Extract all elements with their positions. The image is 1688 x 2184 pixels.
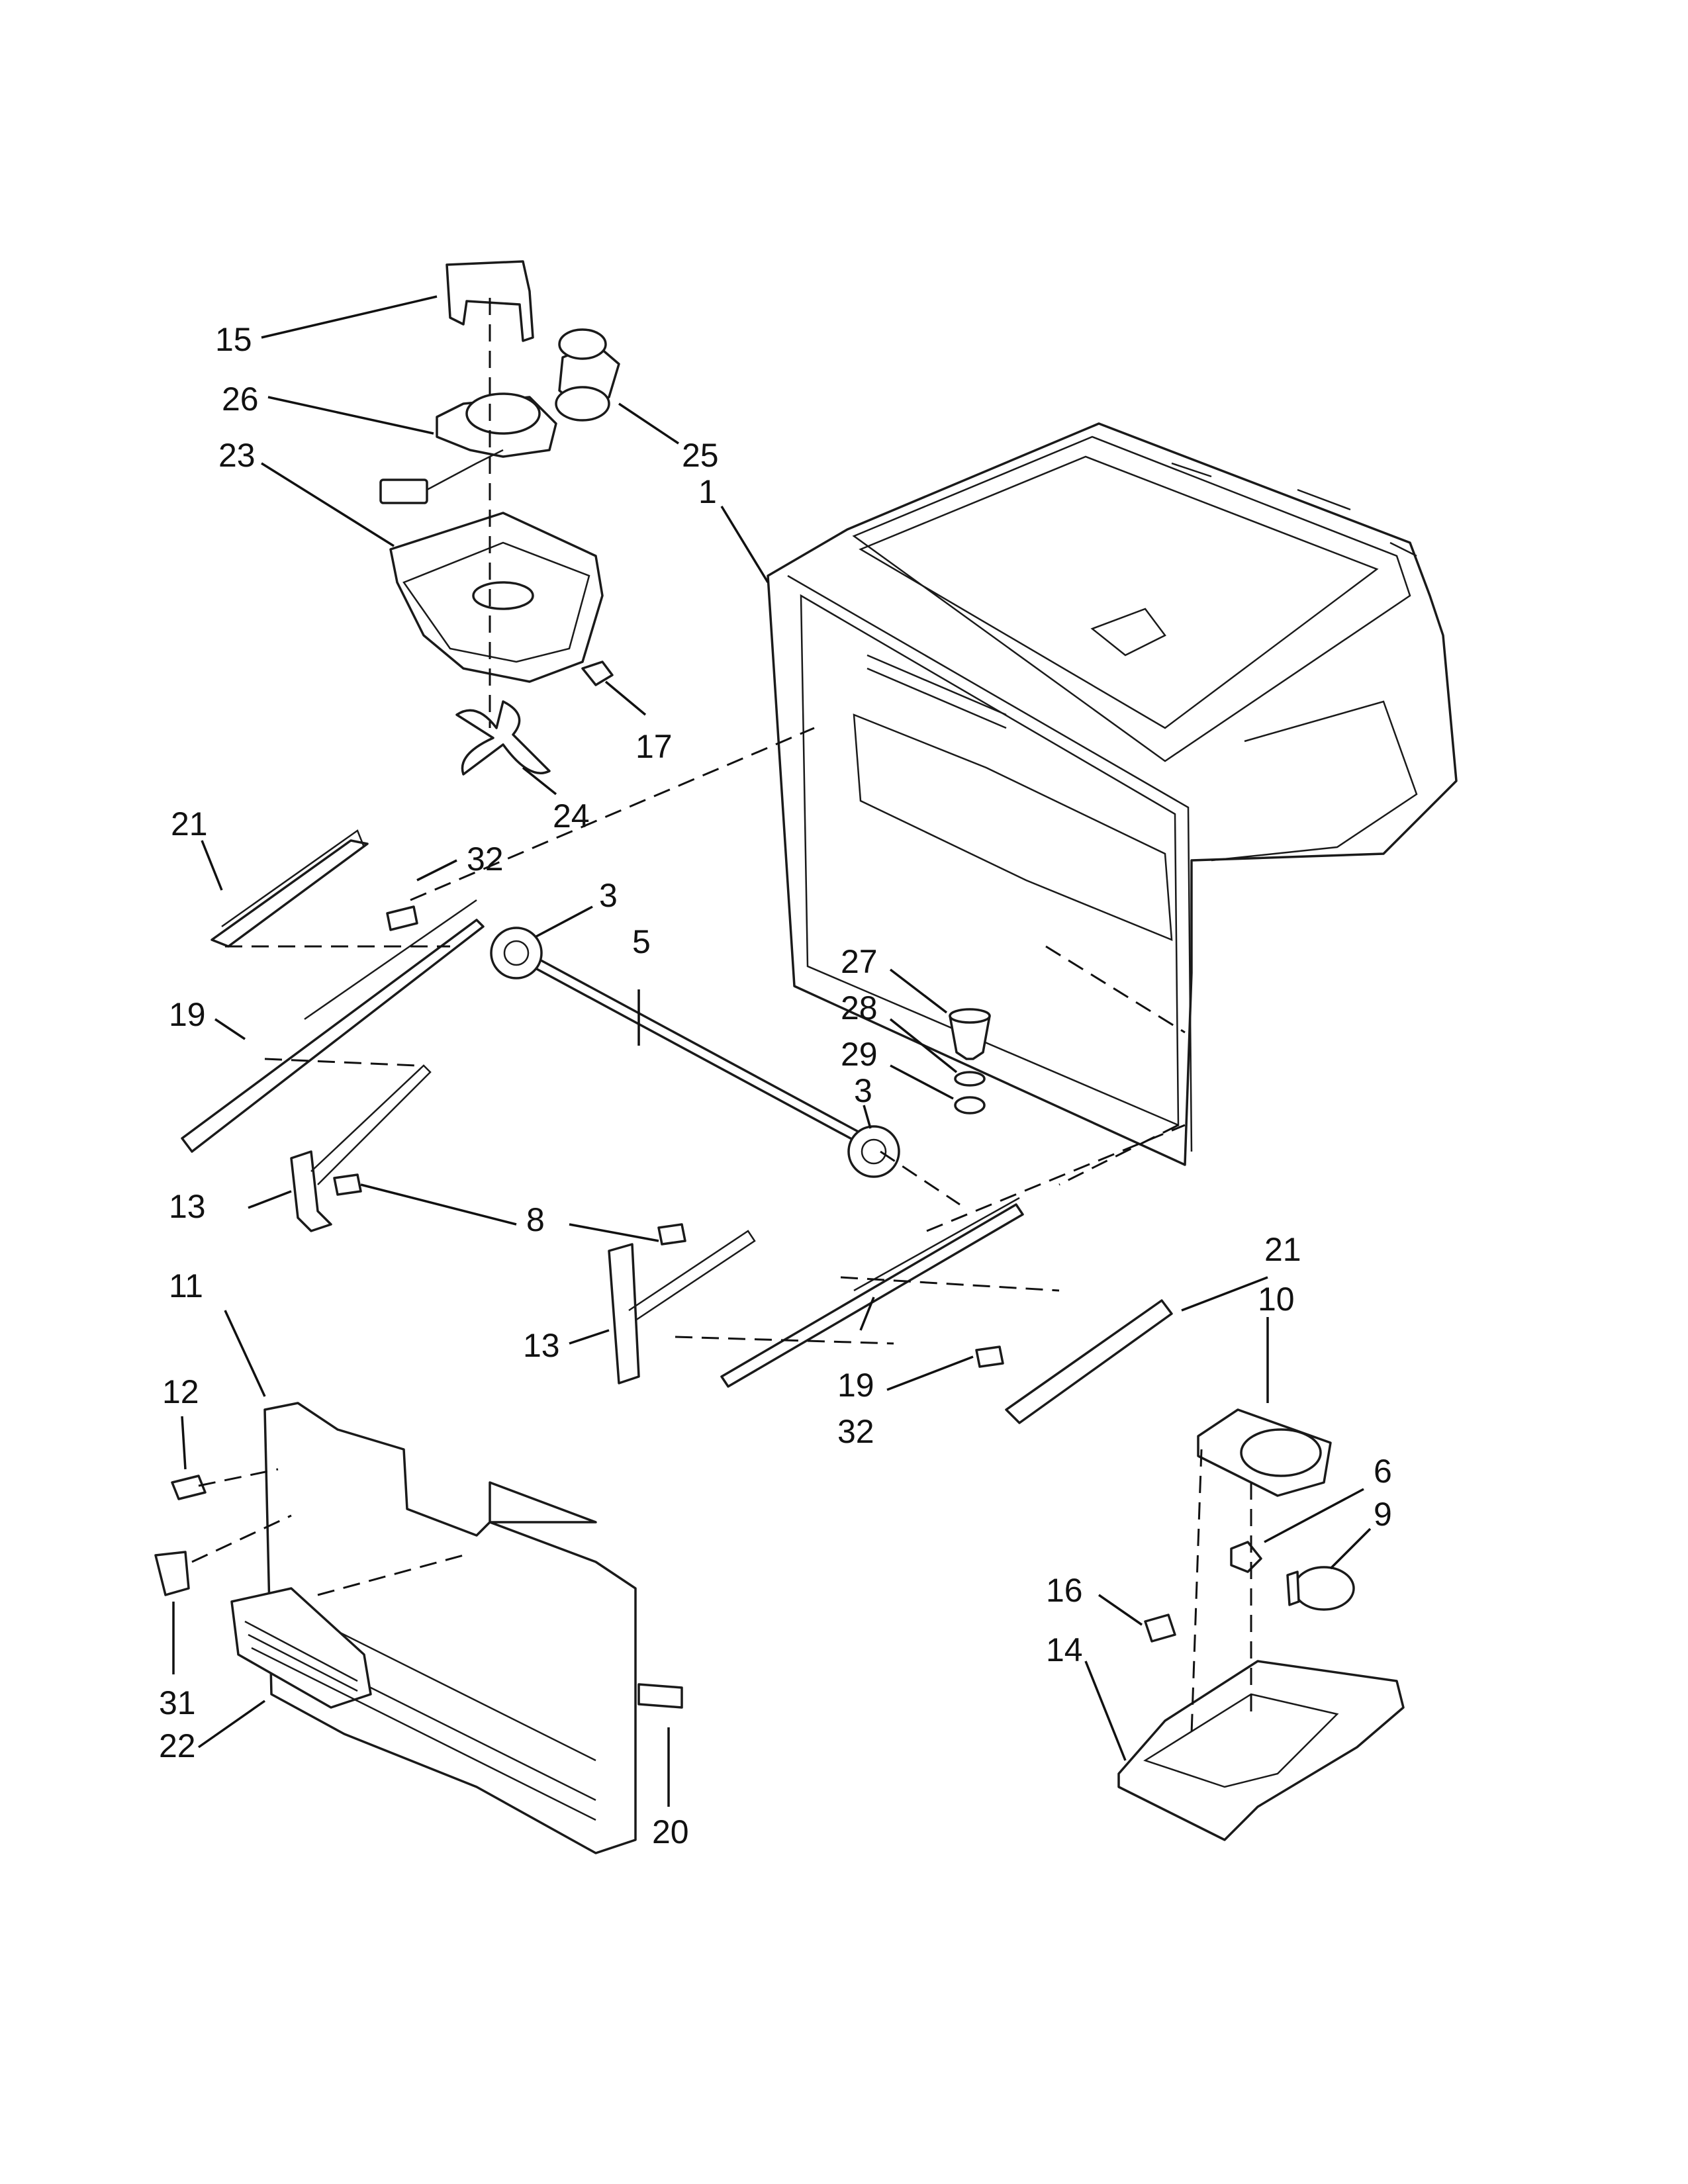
callout-10: 10 xyxy=(1258,1281,1295,1318)
callout-16: 16 xyxy=(1046,1572,1083,1609)
callout-13b: 13 xyxy=(523,1327,560,1364)
slide-assembly-left xyxy=(181,727,815,1232)
grille-part xyxy=(230,1587,372,1709)
callout-8: 8 xyxy=(526,1201,545,1238)
callout-12: 12 xyxy=(162,1373,199,1410)
callout-21a: 21 xyxy=(171,805,208,842)
freezer-drawer-part xyxy=(767,422,1458,1166)
callout-27: 27 xyxy=(841,943,878,980)
cover-panel-part xyxy=(263,1402,637,1854)
gear-part-a xyxy=(490,927,543,979)
fan-blade-part xyxy=(455,700,551,776)
bracket-left-part xyxy=(290,1150,332,1232)
callout-21b: 21 xyxy=(1264,1231,1301,1268)
callout-1: 1 xyxy=(698,473,717,510)
callouts: 15 26 23 25 1 17 24 21 32 3 5 27 28 29 3… xyxy=(159,321,1392,1850)
fan-assembly xyxy=(379,260,620,776)
callout-15: 15 xyxy=(215,321,252,358)
light-bulb-part xyxy=(1293,1566,1355,1611)
callout-17: 17 xyxy=(635,728,673,765)
callout-11: 11 xyxy=(169,1267,203,1304)
slide-assembly-right xyxy=(608,945,1186,1424)
callout-32b: 32 xyxy=(837,1413,874,1450)
callout-3b: 3 xyxy=(854,1072,872,1109)
bracket-right-part xyxy=(608,1243,640,1385)
callout-5: 5 xyxy=(632,923,651,960)
screw-32a xyxy=(386,905,418,931)
light-housing-part xyxy=(1117,1660,1405,1841)
callout-28: 28 xyxy=(841,989,878,1026)
light-switch-part xyxy=(1144,1614,1176,1643)
callout-31: 31 xyxy=(159,1684,196,1721)
rack-left-part xyxy=(211,839,369,948)
callout-26: 26 xyxy=(222,381,259,418)
callout-22: 22 xyxy=(159,1727,196,1764)
trim-part-20 xyxy=(637,1683,683,1709)
light-socket-part xyxy=(1230,1541,1262,1573)
cap-part-29 xyxy=(954,1096,986,1115)
callout-14: 14 xyxy=(1046,1631,1083,1668)
cover-part-31 xyxy=(154,1551,190,1596)
shaft-assembly xyxy=(490,927,961,1206)
cover-assembly xyxy=(154,1402,683,1854)
callout-9: 9 xyxy=(1374,1496,1392,1533)
gear-part-b xyxy=(847,1125,900,1178)
light-assembly xyxy=(1117,1408,1405,1841)
screw-8a xyxy=(333,1173,362,1196)
roller-parts xyxy=(949,1008,991,1115)
callout-24: 24 xyxy=(553,797,590,835)
screw-8b xyxy=(657,1223,686,1246)
callout-3a: 3 xyxy=(599,877,618,914)
callout-25: 25 xyxy=(682,437,719,474)
callout-19b: 19 xyxy=(837,1367,874,1404)
callout-20: 20 xyxy=(652,1813,689,1850)
screw-part-12 xyxy=(171,1475,207,1500)
screw-32b xyxy=(975,1345,1004,1368)
washer-part-28 xyxy=(954,1071,986,1087)
callout-32a: 32 xyxy=(467,841,504,878)
leader-lines xyxy=(172,295,1372,1807)
rack-right-part xyxy=(1005,1299,1173,1424)
rail-left-part xyxy=(181,919,485,1153)
callout-6: 6 xyxy=(1374,1453,1392,1490)
callout-23: 23 xyxy=(218,437,256,474)
callout-13a: 13 xyxy=(169,1188,206,1225)
callout-29: 29 xyxy=(841,1036,878,1073)
callout-19a: 19 xyxy=(169,996,206,1033)
